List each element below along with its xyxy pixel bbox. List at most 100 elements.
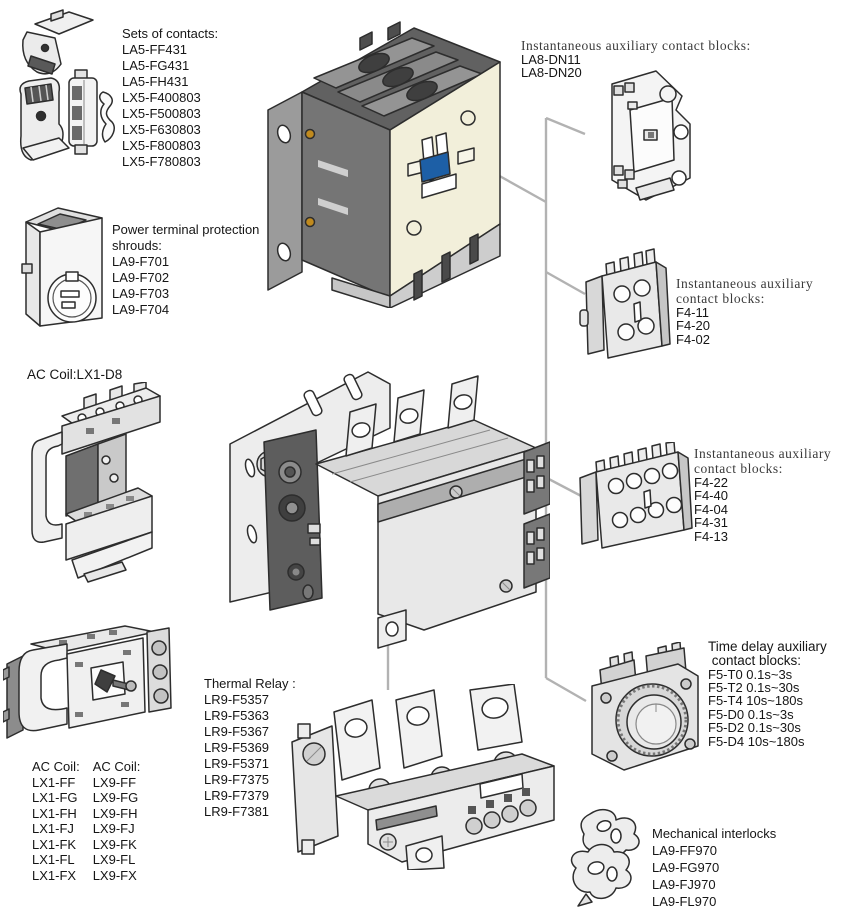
part-number: LR9-F5357 <box>204 692 270 707</box>
aux-block-low-callout: Instantaneous auxiliary contact blocks: … <box>694 446 831 543</box>
part-number: LX9-FG <box>92 790 139 805</box>
aux-block-top-title: Instantaneous auxiliary contact blocks: <box>521 38 751 53</box>
part-number: LA5-FH431 <box>122 74 189 89</box>
f4-small-aux-block-illustration <box>578 248 673 371</box>
part-number: LA9-F701 <box>112 254 170 269</box>
mechanical-interlock-illustration <box>556 806 656 912</box>
part-number: LX5-F630803 <box>122 122 201 137</box>
part-number: F5-T2 0.1s~30s <box>708 680 800 695</box>
part-number: F4-40 <box>694 488 728 504</box>
la8-aux-block-illustration <box>584 66 710 213</box>
part-number: LX9-FF <box>92 774 137 790</box>
part-number: LA8-DN11 <box>521 52 581 67</box>
sets-of-contacts-title: Sets of contacts: <box>122 26 219 41</box>
part-number: LR9-F7375 <box>204 772 270 787</box>
contactor-middle-illustration <box>228 368 551 663</box>
aux-block-top-callout: Instantaneous auxiliary contact blocks: … <box>521 38 751 80</box>
part-number: LR9-F5369 <box>204 740 270 755</box>
shrouds-title-line1: Power terminal protection <box>112 222 260 237</box>
part-number: LR9-F7381 <box>204 804 270 819</box>
part-number: F5-D2 0.1s~30s <box>708 720 801 736</box>
aux-block-mid-title-line1: Instantaneous auxiliary <box>676 276 814 291</box>
aux-block-mid-title-line2: contact blocks: <box>676 291 765 306</box>
part-number: LA9-FG970 <box>652 860 720 875</box>
part-number: LX5-F400803 <box>122 90 201 105</box>
part-number: LA9-F704 <box>112 302 170 317</box>
part-number: LX1-FH <box>32 805 77 821</box>
part-number: LX5-F780803 <box>122 154 201 169</box>
aux-block-low-title-line2: contact blocks: <box>694 461 783 476</box>
part-number: LA9-F702 <box>112 270 170 285</box>
coil-assembly-illustration <box>2 620 175 759</box>
time-delay-title-line1: Time delay auxiliary <box>708 639 827 654</box>
part-number: LX1-FX <box>32 867 77 883</box>
part-number: LX9-FX <box>92 867 137 883</box>
thermal-relay-illustration <box>284 683 562 875</box>
time-delay-callout: Time delay auxiliary contact blocks: F5-… <box>708 640 827 748</box>
ac-coil-column-lx1-header: AC Coil: <box>32 759 80 774</box>
part-number: LR9-F5371 <box>204 756 270 771</box>
f4-large-aux-block-illustration <box>574 441 694 559</box>
aux-block-low-title-line1: Instantaneous auxiliary <box>694 446 832 461</box>
part-number: LX9-FJ <box>92 821 135 836</box>
part-number: F4-02 <box>676 331 710 347</box>
part-number: LX9-FL <box>92 852 136 867</box>
part-number: F5-T0 0.1s~3s <box>708 666 793 682</box>
time-delay-title-line2: contact blocks: <box>708 652 802 668</box>
terminal-shroud-illustration <box>16 202 108 343</box>
part-number: F4-04 <box>694 501 728 517</box>
part-number: F4-13 <box>694 528 728 544</box>
part-number: LA8-DN20 <box>521 65 582 81</box>
contact-set-illustration <box>5 8 117 179</box>
shrouds-title-line2: shrouds: <box>112 238 162 253</box>
contactor-top-illustration <box>262 12 502 313</box>
part-number: LR9-F5363 <box>204 708 270 723</box>
part-number: LA9-FF970 <box>652 843 718 858</box>
part-number: LX5-F800803 <box>122 138 201 153</box>
thermal-relay-title: Thermal Relay : <box>204 676 296 691</box>
part-number: LX9-FK <box>92 836 137 852</box>
part-number: F4-11 <box>676 305 709 320</box>
part-number: F5-T4 10s~180s <box>708 693 804 709</box>
part-number: LX1-FK <box>32 836 77 852</box>
aux-block-mid-callout: Instantaneous auxiliary contact blocks: … <box>676 276 813 346</box>
part-number: LX1-FL <box>32 852 75 867</box>
part-number: F4-20 <box>676 318 710 334</box>
part-number: LA5-FF431 <box>122 42 188 57</box>
shrouds-callout: Power terminal protection shrouds: LA9-F… <box>112 222 259 318</box>
ac-coil-illustration <box>26 381 166 595</box>
part-number: LX9-FH <box>92 805 138 821</box>
part-number: LX1-FG <box>32 790 78 805</box>
part-number: LX1-FF <box>32 774 76 790</box>
part-number: F4-22 <box>694 475 728 490</box>
part-number: F5-D0 0.1s~3s <box>708 706 794 722</box>
interlocks-title: Mechanical interlocks <box>652 826 777 841</box>
part-number: LA5-FG431 <box>122 58 190 73</box>
ac-coil-column-lx9-header: AC Coil: <box>92 759 141 774</box>
part-number: LX1-FJ <box>32 821 74 836</box>
part-number: LR9-F5367 <box>204 724 270 739</box>
part-number: F4-31 <box>694 515 728 531</box>
part-number: LA9-F703 <box>112 286 170 301</box>
part-number: LR9-F7379 <box>204 788 270 803</box>
ac-coil-caption: AC Coil:LX1-D8 <box>27 367 123 382</box>
part-number: LA9-FL970 <box>652 894 717 909</box>
time-delay-block-illustration <box>576 641 708 781</box>
